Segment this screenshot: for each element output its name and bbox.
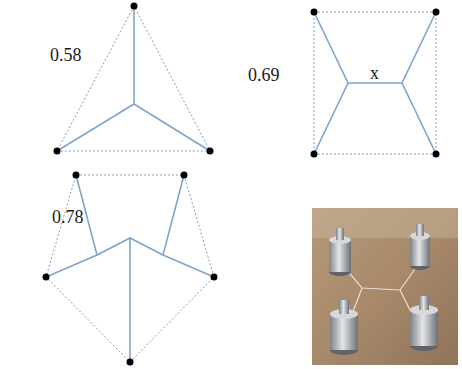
pentagon-figure — [43, 172, 218, 366]
length-value: 0.69 — [248, 66, 280, 84]
segment-variable: x — [370, 64, 379, 82]
length-value: 0.58 — [50, 46, 82, 64]
square-figure — [311, 9, 440, 158]
length-value: 0.78 — [52, 208, 84, 226]
triangle-figure — [54, 3, 214, 155]
soap-film-photo — [312, 208, 458, 365]
